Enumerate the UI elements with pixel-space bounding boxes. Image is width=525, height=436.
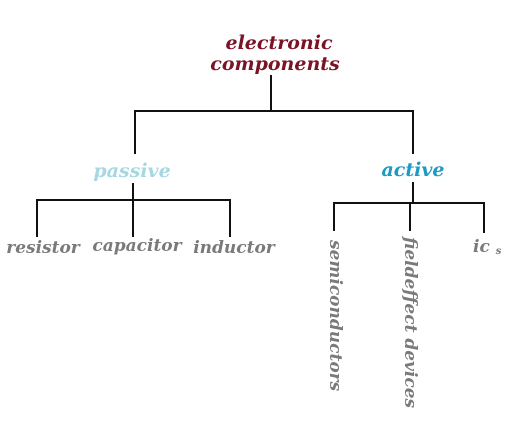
passive-label: passive bbox=[93, 160, 170, 182]
inductor-label: inductor bbox=[193, 238, 276, 258]
ics-label: ic s bbox=[473, 237, 502, 257]
active-label: active bbox=[381, 159, 444, 181]
ics-label-subscript: s bbox=[496, 246, 502, 257]
semiconductors-label: semiconductors bbox=[325, 239, 345, 392]
resistor-label: resistor bbox=[6, 238, 81, 258]
root-label-line2: components bbox=[210, 53, 340, 75]
root-label-line1: electronic bbox=[225, 32, 332, 54]
fieldeffect-devices-label: fieldeffect devices bbox=[400, 236, 420, 409]
capacitor-label: capacitor bbox=[92, 236, 182, 256]
ics-label-main: ic bbox=[473, 237, 490, 257]
